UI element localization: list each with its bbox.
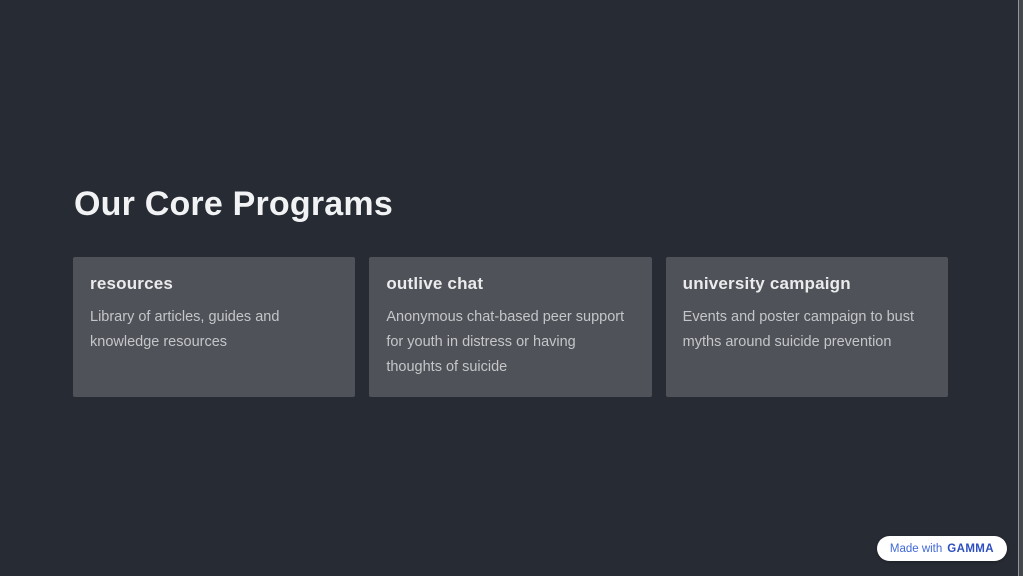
program-card-university-campaign: university campaign Events and poster ca… xyxy=(665,257,948,397)
program-card-outlive-chat: outlive chat Anonymous chat-based peer s… xyxy=(369,257,652,397)
made-with-gamma-badge[interactable]: Made with GAMMA xyxy=(876,536,1007,561)
card-heading: outlive chat xyxy=(386,274,484,293)
gamma-logo: GAMMA xyxy=(947,542,994,555)
card-description: Events and poster campaign to bust myths… xyxy=(682,308,914,350)
slide-right-edge xyxy=(1018,0,1023,576)
program-cards-row: resources Library of articles, guides an… xyxy=(73,257,948,397)
card-heading: resources xyxy=(90,274,174,293)
badge-prefix-label: Made with xyxy=(889,542,943,555)
card-description: Anonymous chat-based peer support for yo… xyxy=(386,308,625,375)
card-heading: university campaign xyxy=(682,274,851,293)
card-description: Library of articles, guides and knowledg… xyxy=(90,308,280,350)
program-card-resources: resources Library of articles, guides an… xyxy=(73,257,356,397)
slide-title: Our Core Programs xyxy=(74,185,393,223)
